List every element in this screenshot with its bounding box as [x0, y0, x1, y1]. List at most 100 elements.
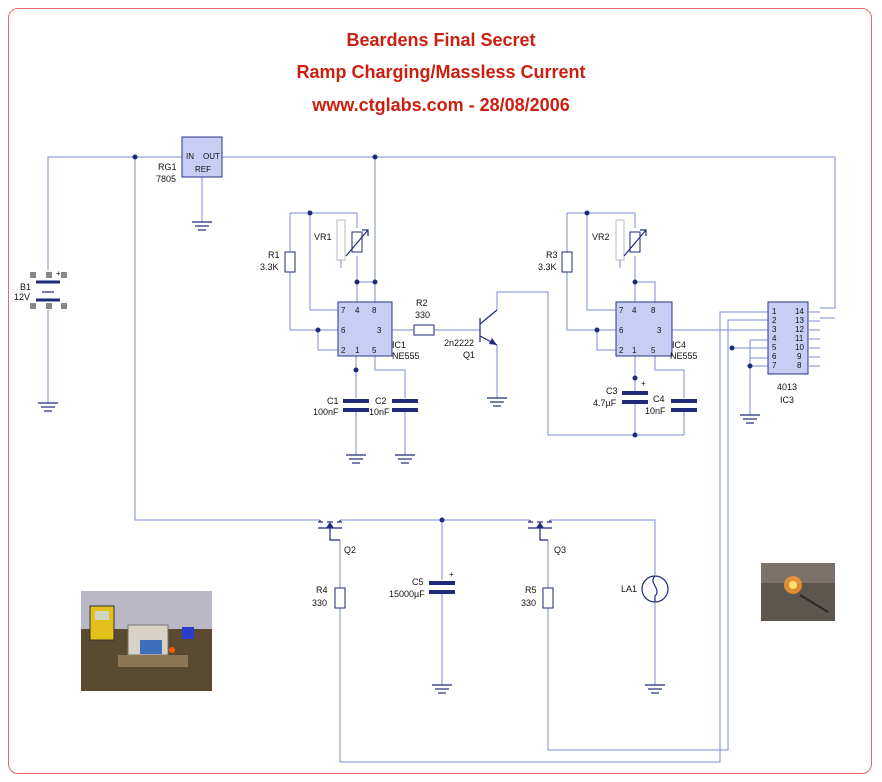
- svg-text:2: 2: [341, 346, 346, 355]
- ic1-part: NE555: [392, 351, 420, 361]
- resistor-r1: R1 3.3K: [260, 250, 296, 273]
- ic3-part: 4013: [777, 382, 797, 392]
- rg1-part: 7805: [156, 174, 176, 184]
- q1-name: Q1: [463, 350, 475, 360]
- svg-text:12: 12: [795, 325, 804, 334]
- c5-plus: +: [449, 570, 454, 579]
- svg-text:7: 7: [772, 361, 777, 370]
- c2-name: C2: [375, 396, 387, 406]
- resistor-r3: R3 3.3K: [538, 250, 573, 273]
- r5-value: 330: [521, 598, 536, 608]
- c5-value: 15000µF: [389, 589, 425, 599]
- r1-value: 3.3K: [260, 262, 279, 272]
- r3-value: 3.3K: [538, 262, 557, 272]
- transistor-q1: 2n2222 Q1: [444, 309, 498, 360]
- resistor-r5: R5 330: [521, 585, 554, 609]
- svg-text:2: 2: [619, 346, 624, 355]
- ground-icon: [740, 414, 760, 424]
- svg-text:11: 11: [795, 334, 804, 343]
- svg-text:5: 5: [372, 346, 377, 355]
- rg1-ref-label: REF: [195, 165, 211, 174]
- regulator-rg1: IN OUT REF RG1 7805: [156, 136, 223, 184]
- resistor-r2: R2 330: [413, 298, 435, 336]
- svg-text:10: 10: [795, 343, 804, 352]
- c1-name: C1: [327, 396, 339, 406]
- ground-icon: [487, 397, 507, 407]
- photo-lamp-image: [761, 563, 835, 621]
- ground-icon: [192, 221, 212, 231]
- q3-name: Q3: [554, 545, 566, 555]
- c1-value: 100nF: [313, 407, 339, 417]
- svg-text:7: 7: [619, 306, 624, 315]
- page-frame: [8, 8, 872, 774]
- rg1-in-label: IN: [186, 152, 194, 161]
- svg-text:1: 1: [772, 307, 777, 316]
- b1-plus: +: [56, 269, 61, 278]
- rg1-out-label: OUT: [203, 152, 220, 161]
- r2-name: R2: [416, 298, 428, 308]
- photo-breadboard-image: [81, 591, 212, 691]
- svg-text:6: 6: [619, 326, 624, 335]
- svg-text:4: 4: [355, 306, 360, 315]
- svg-text:4: 4: [772, 334, 777, 343]
- svg-text:9: 9: [797, 352, 802, 361]
- q1-part: 2n2222: [444, 338, 474, 348]
- resistor-r4: R4 330: [312, 585, 346, 609]
- c3-plus: +: [641, 379, 646, 388]
- svg-text:3: 3: [657, 326, 662, 335]
- q2-name: Q2: [344, 545, 356, 555]
- svg-text:13: 13: [795, 316, 804, 325]
- ic4-name: IC4: [672, 340, 686, 350]
- c4-name: C4: [653, 394, 665, 404]
- mosfet-q3: Q3: [528, 520, 566, 555]
- wires: [47, 156, 836, 763]
- rg1-name: RG1: [158, 162, 177, 172]
- svg-text:2: 2: [772, 316, 777, 325]
- ground-icon: [346, 454, 366, 464]
- c5-name: C5: [412, 577, 424, 587]
- c3-value: 4.7µF: [593, 398, 617, 408]
- b1-name: B1: [20, 282, 31, 292]
- ground-icon: [38, 402, 58, 412]
- title-line-3: www.ctglabs.com - 28/08/2006: [312, 95, 570, 115]
- svg-text:7: 7: [341, 306, 346, 315]
- svg-text:14: 14: [795, 307, 804, 316]
- ic1-name: IC1: [392, 340, 406, 350]
- svg-text:5: 5: [772, 343, 777, 352]
- r1-name: R1: [268, 250, 280, 260]
- ic3-4013: 1 2 3 4 5 6 7 14 13 12 11 10 9 8 4013 IC…: [767, 301, 820, 405]
- ground-icon: [645, 684, 665, 694]
- svg-text:4: 4: [632, 306, 637, 315]
- c3-name: C3: [606, 386, 618, 396]
- potentiometer-vr2: VR2: [592, 219, 647, 268]
- capacitor-c3: + C3 4.7µF: [593, 379, 648, 408]
- svg-text:3: 3: [772, 325, 777, 334]
- r4-name: R4: [316, 585, 328, 595]
- capacitor-c4: C4 10nF: [645, 394, 697, 416]
- ground-icon: [395, 454, 415, 464]
- svg-text:1: 1: [355, 346, 360, 355]
- ic4-part: NE555: [670, 351, 698, 361]
- svg-text:8: 8: [651, 306, 656, 315]
- r5-name: R5: [525, 585, 537, 595]
- junction-dots: [132, 154, 753, 523]
- capacitor-c2: C2 10nF: [369, 396, 418, 417]
- title-line-2: Ramp Charging/Massless Current: [296, 62, 586, 82]
- vr2-name: VR2: [592, 232, 610, 242]
- svg-text:8: 8: [797, 361, 802, 370]
- lamp-la1: LA1: [621, 575, 669, 603]
- capacitor-c1: C1 100nF: [313, 396, 369, 417]
- svg-text:1: 1: [632, 346, 637, 355]
- potentiometer-vr1: VR1: [314, 219, 369, 268]
- ic1-ne555: 7 4 8 6 3 2 1 5 IC1 NE555: [337, 301, 420, 361]
- r3-name: R3: [546, 250, 558, 260]
- r4-value: 330: [312, 598, 327, 608]
- svg-text:8: 8: [372, 306, 377, 315]
- mosfet-q2: Q2: [318, 520, 356, 555]
- ground-icon: [432, 684, 452, 694]
- capacitor-c5: + C5 15000µF: [389, 570, 455, 599]
- vr1-name: VR1: [314, 232, 332, 242]
- c2-value: 10nF: [369, 407, 390, 417]
- b1-value: 12V: [14, 292, 30, 302]
